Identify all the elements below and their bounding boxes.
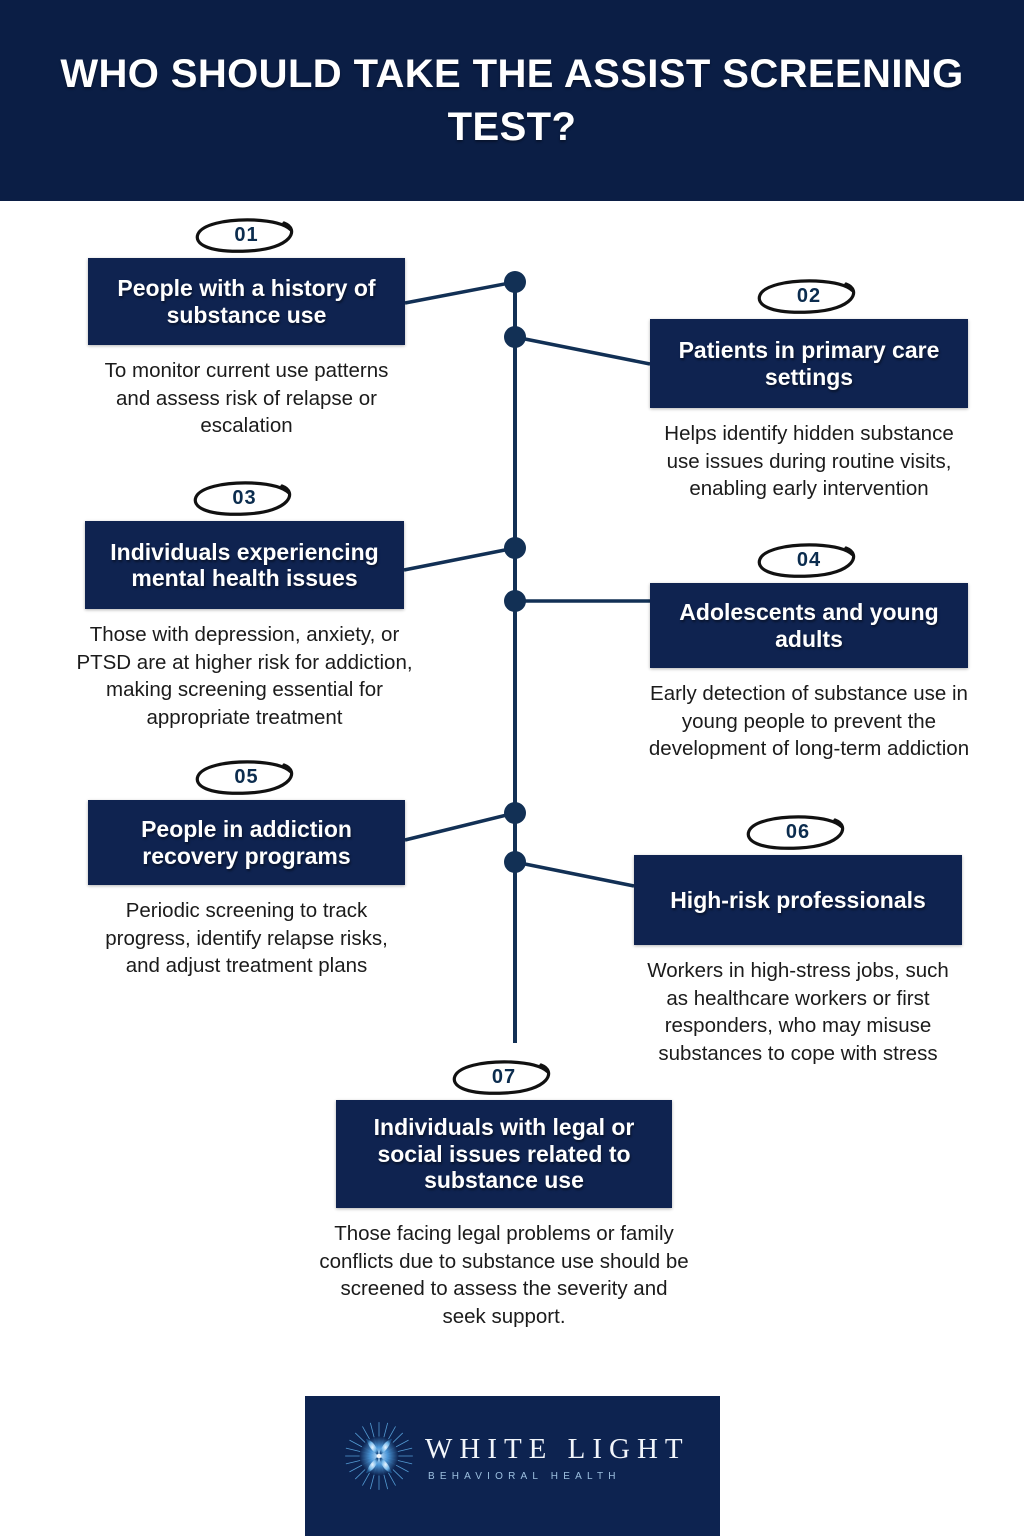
item-description: Workers in high-stress jobs, such as hea… (647, 959, 949, 1066)
item-title: People with a history of substance use (117, 275, 376, 328)
connector-node-01 (504, 271, 526, 293)
item-title-box: Adolescents and young adults (650, 583, 968, 668)
connector-line-02 (514, 335, 651, 366)
item-05: 05 People in addiction recovery programs… (88, 760, 405, 980)
item-description: Helps identify hidden substance use issu… (664, 422, 954, 501)
brand-name: WHITE LIGHT (425, 1432, 690, 1465)
item-06: 06 High-risk professionals Workers in hi… (634, 815, 962, 1068)
badge-ellipse-icon (757, 279, 856, 314)
badge-ellipse-icon (195, 760, 293, 795)
item-description: Periodic screening to track progress, id… (105, 899, 388, 978)
item-01: 01 People with a history of substance us… (88, 218, 405, 440)
footer-logo-panel: WHITE LIGHT BEHAVIORAL HEALTH (305, 1396, 720, 1536)
connector-node-05 (504, 802, 526, 824)
badge-number: 01 (234, 224, 259, 246)
brand-logo: WHITE LIGHT BEHAVIORAL HEALTH (343, 1420, 690, 1492)
connector-node-02 (504, 326, 526, 348)
badge-number: 06 (785, 821, 811, 843)
connector-line-03 (403, 546, 516, 572)
badge-ellipse-icon (746, 815, 845, 850)
badge-07: 07 (445, 1058, 563, 1098)
badge-ellipse-icon (195, 218, 293, 253)
brand-tagline: BEHAVIORAL HEALTH (428, 1470, 621, 1482)
item-title: Patients in primary care settings (678, 337, 940, 390)
item-title: People in addiction recovery programs (141, 816, 352, 869)
starburst-logo-icon (345, 1422, 413, 1490)
badge-01: 01 (188, 216, 306, 256)
badge-ellipse-icon (452, 1060, 551, 1095)
item-title: Adolescents and young adults (679, 599, 939, 652)
connector-line-06 (514, 860, 635, 888)
badge-03: 03 (186, 479, 304, 519)
item-title-box: People with a history of substance use (88, 258, 405, 345)
item-02: 02 Patients in primary care settings Hel… (650, 279, 968, 503)
badge-05: 05 (188, 758, 306, 798)
item-description: To monitor current use patterns and asse… (104, 359, 389, 438)
item-description: Those with depression, anxiety, or PTSD … (76, 623, 413, 730)
item-title: Individuals experiencing mental health i… (110, 538, 379, 591)
badge-ellipse-icon (193, 481, 291, 516)
header-banner: WHO SHOULD TAKE THE ASSIST SCREENING TES… (0, 0, 1024, 201)
item-description: Those facing legal problems or family co… (319, 1222, 689, 1329)
badge-number: 04 (796, 549, 822, 571)
page-title: WHO SHOULD TAKE THE ASSIST SCREENING TES… (60, 51, 964, 149)
item-04: 04 Adolescents and young adults Early de… (649, 543, 969, 763)
item-03: 03 Individuals experiencing mental healt… (76, 481, 413, 732)
item-title-box: Patients in primary care settings (650, 319, 968, 408)
item-title: Individuals with legal or social issues … (373, 1114, 635, 1194)
badge-ellipse-icon (757, 543, 856, 578)
connector-node-04 (504, 590, 526, 612)
item-description: Early detection of substance use in youn… (648, 682, 970, 761)
item-title: High-risk professionals (670, 886, 926, 913)
badge-02: 02 (750, 277, 868, 317)
badge-04: 04 (750, 541, 868, 581)
connector-node-06 (504, 851, 526, 873)
badge-number: 03 (232, 487, 257, 509)
item-title-box: Individuals with legal or social issues … (336, 1100, 672, 1208)
item-title-box: Individuals experiencing mental health i… (85, 521, 404, 609)
badge-number: 07 (491, 1066, 517, 1088)
badge-number: 02 (796, 285, 822, 307)
badge-06: 06 (739, 813, 857, 853)
item-title-box: People in addiction recovery programs (88, 800, 405, 885)
connector-node-03 (504, 537, 526, 559)
connector-line-01 (404, 280, 516, 305)
item-07: 07 Individuals with legal or social issu… (319, 1060, 689, 1331)
item-title-box: High-risk professionals (634, 855, 962, 945)
brand-logo-text: WHITE LIGHT BEHAVIORAL HEALTH (425, 1431, 690, 1482)
badge-number: 05 (234, 766, 259, 788)
connector-line-05 (404, 811, 516, 842)
